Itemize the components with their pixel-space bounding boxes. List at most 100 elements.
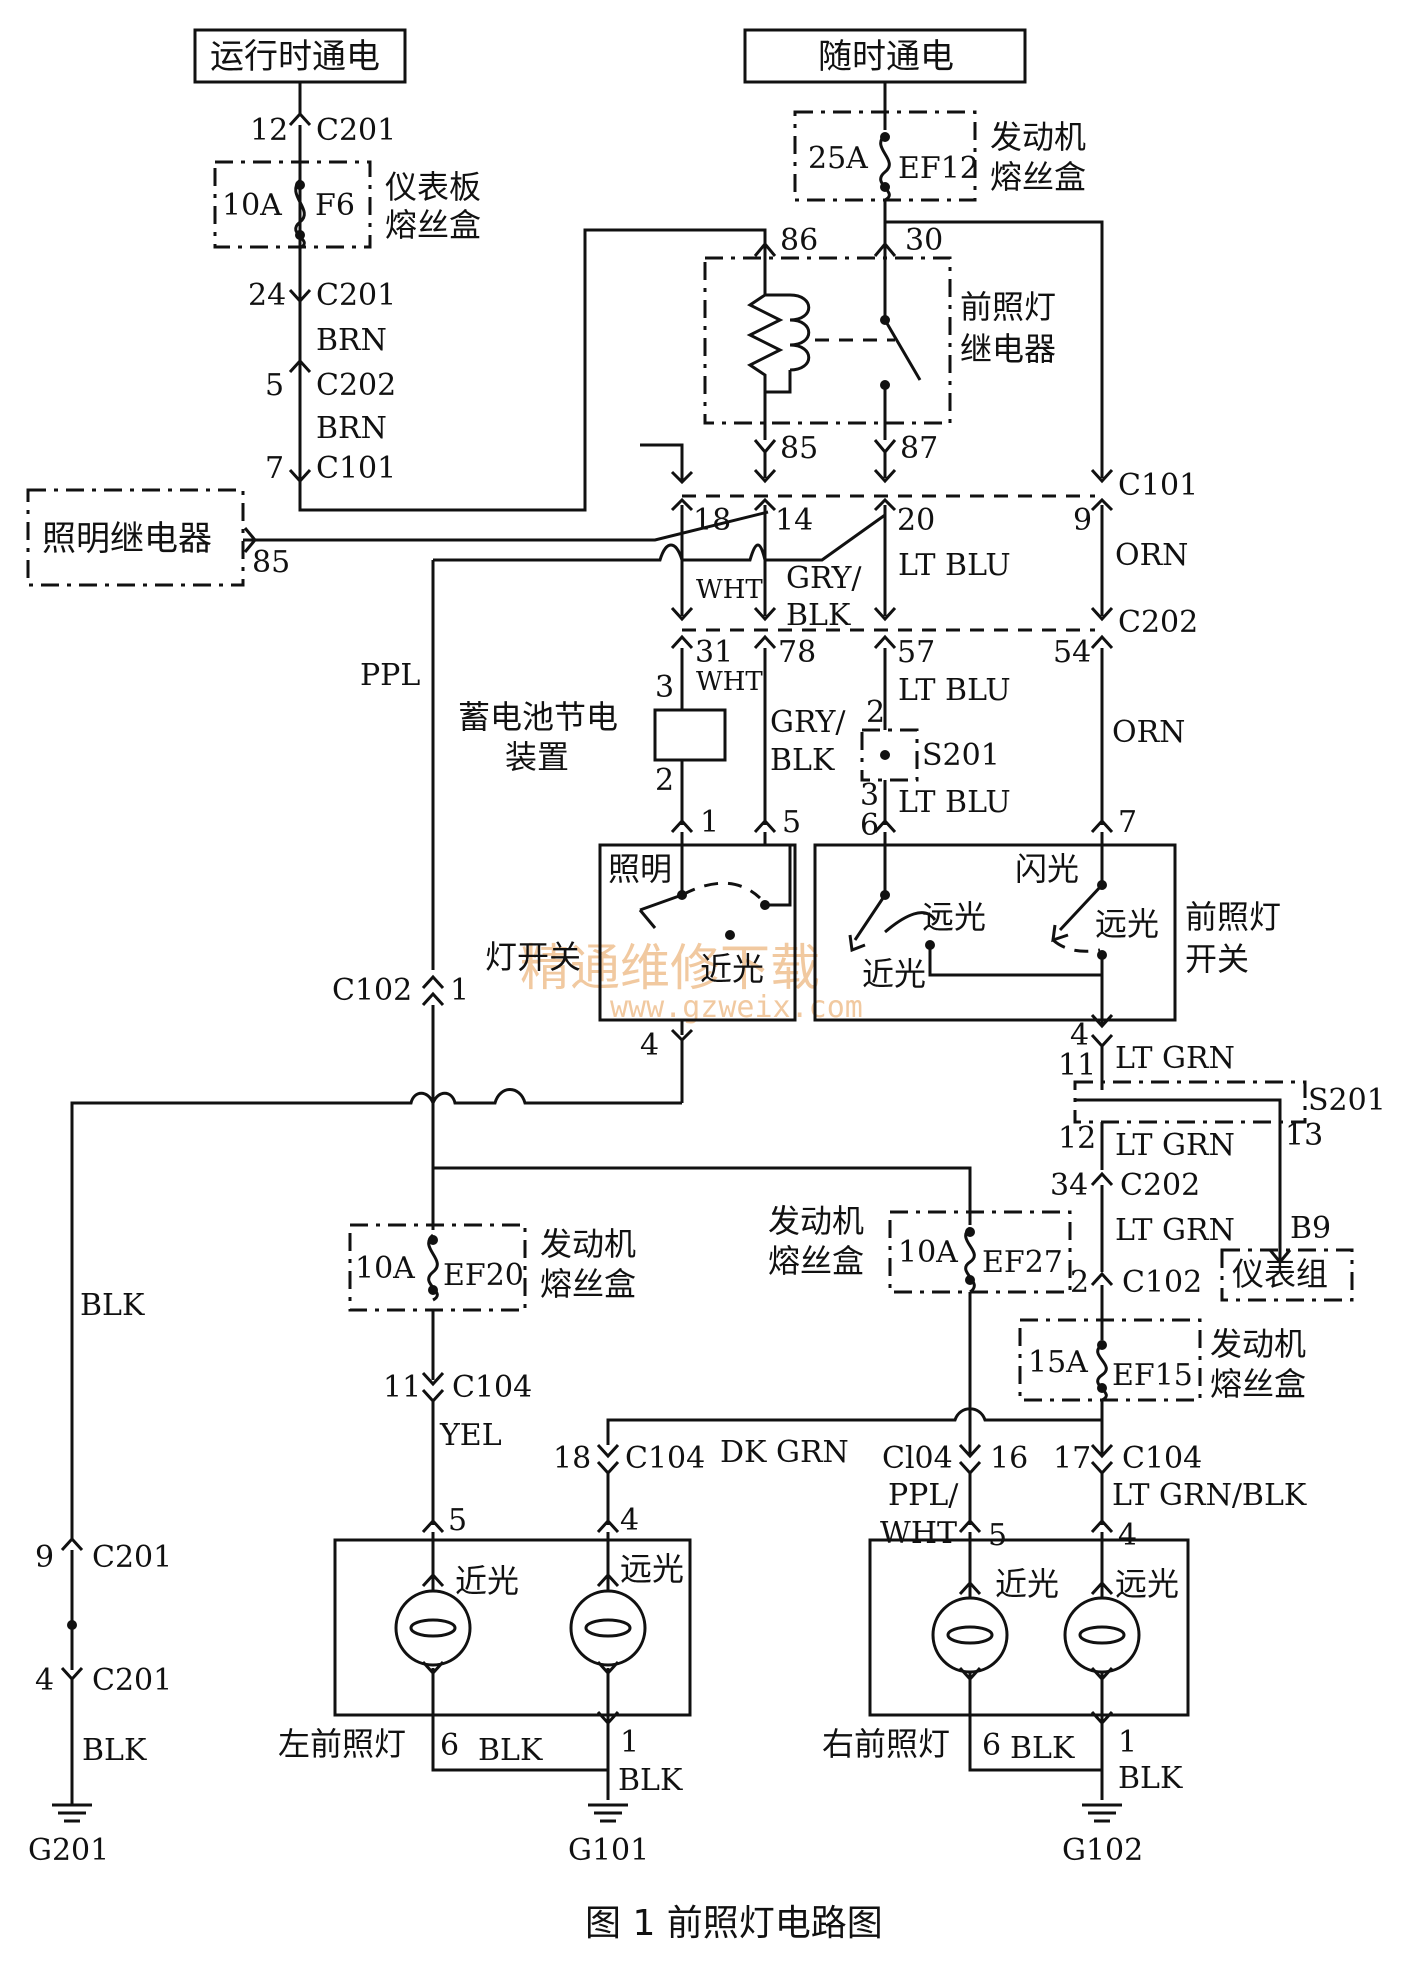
wire-blk-2: BLK	[82, 1733, 147, 1768]
wire-blk-3: BLK	[478, 1733, 543, 1768]
conn-s201-lower: S201	[1308, 1083, 1386, 1118]
wire-lt-grn-blk: LT GRN/BLK	[1112, 1478, 1307, 1513]
conn-c202-right: C202	[1118, 605, 1198, 640]
pin-1-c102: 1	[450, 973, 469, 1008]
wire-blk-1: BLK	[80, 1288, 145, 1323]
ef12-box-label-1: 发动机	[990, 118, 1086, 156]
headlamp-switch-flash-label: 闪光	[1015, 850, 1079, 888]
wire-wht-1: WHT	[696, 575, 763, 605]
pin-17-c104: 17	[1053, 1441, 1091, 1476]
headlamp-switch-label-1: 前照灯	[1185, 898, 1281, 936]
conn-c102-right: C102	[1122, 1265, 1202, 1300]
pin-85-relay: 85	[780, 431, 818, 466]
ef27-id: EF27	[982, 1245, 1063, 1280]
pin-54: 54	[1053, 635, 1091, 670]
headlamp-relay-label-2: 继电器	[960, 330, 1056, 368]
ef20-box-label-1: 发动机	[540, 1225, 636, 1263]
pin-87: 87	[900, 431, 938, 466]
wire-orn-2: ORN	[1112, 715, 1185, 750]
right-low-beam-bulb	[931, 1596, 1009, 1674]
pin-6-headlamp-switch: 6	[860, 808, 879, 843]
pin-78: 78	[778, 635, 816, 670]
f6-rating: 10A	[222, 188, 282, 223]
battery-saver-label-2: 装置	[505, 738, 569, 776]
headlamp-switch-high2-label: 远光	[1095, 905, 1159, 943]
ef15-fuse-symbol	[1096, 1343, 1108, 1402]
pin-12-s201: 12	[1058, 1121, 1096, 1156]
pin-30: 30	[905, 223, 943, 258]
conn-c104-left: C104	[452, 1370, 532, 1405]
pin-4-c201: 4	[35, 1663, 54, 1698]
ef20-rating: 10A	[355, 1251, 415, 1286]
pin-13-s201: 13	[1285, 1118, 1323, 1153]
wire-orn-1: ORN	[1115, 538, 1188, 573]
left-low-beam-bulb	[394, 1589, 472, 1667]
battery-saver-label-1: 蓄电池节电	[458, 698, 618, 736]
wire-ppl-part: PPL/	[888, 1478, 959, 1513]
always-power-label: 随时通电	[818, 37, 954, 77]
conn-c201-g4: C201	[92, 1663, 172, 1698]
ground-g201: G201	[28, 1833, 109, 1868]
s201-splice-lower	[1073, 1080, 1307, 1124]
pin-16-c104: 16	[990, 1441, 1028, 1476]
conn-c201-mid: C201	[316, 278, 396, 313]
wire-lt-blu-2: LT BLU	[898, 673, 1011, 708]
wire-gry-1: GRY/	[786, 561, 862, 596]
relay-contact	[883, 258, 922, 381]
wire-lt-grn-1: LT GRN	[1115, 1041, 1235, 1076]
diagram-caption: 图 1 前照灯电路图	[585, 1903, 883, 1944]
right-headlamp-label: 右前照灯	[822, 1725, 950, 1763]
lamp-switch-low-label: 近光	[700, 950, 764, 988]
ef15-id: EF15	[1112, 1358, 1193, 1393]
pin-7-headlamp-switch: 7	[1118, 805, 1137, 840]
conn-c202-lower: C202	[1120, 1168, 1200, 1203]
run-power-label: 运行时通电	[210, 37, 380, 77]
pin-11-s201: 11	[1058, 1048, 1096, 1083]
f6-id: F6	[315, 188, 355, 223]
watermark-text: 精通维修下载	[520, 939, 820, 997]
ef12-rating: 25A	[808, 141, 868, 176]
pin-86: 86	[780, 223, 818, 258]
f6-box-label-1: 仪表板	[385, 168, 481, 206]
instrument-cluster-box	[1220, 1248, 1354, 1302]
pin-5-right-headlamp: 5	[988, 1518, 1007, 1553]
pin-34-c202: 34	[1050, 1168, 1088, 1203]
battery-saver-box	[653, 708, 727, 762]
pin-3-s201: 3	[860, 778, 879, 813]
lighting-relay-label: 照明继电器	[42, 519, 212, 559]
right-high-beam-label: 远光	[1115, 1565, 1179, 1603]
ef20-fuse-box	[348, 1223, 527, 1312]
right-high-beam-bulb	[1063, 1596, 1141, 1674]
pin-5-lamp-switch: 5	[782, 805, 801, 840]
conn-c201-top: C201	[316, 113, 396, 148]
f6-fuse-box	[213, 160, 372, 249]
wire-wht-2: WHT	[696, 667, 763, 697]
ef27-box-label-1: 发动机	[768, 1202, 864, 1240]
wire-brn-2: BRN	[316, 411, 387, 446]
conn-c202-left: C202	[316, 368, 396, 403]
conn-c101-right: C101	[1118, 468, 1198, 503]
right-low-beam-label: 近光	[995, 1565, 1059, 1603]
pin-4-right-headlamp: 4	[1118, 1518, 1137, 1553]
pin-4-lamp-switch: 4	[640, 1028, 659, 1063]
conn-c104-right: C104	[1122, 1441, 1202, 1476]
g102-ground-symbol	[1082, 1803, 1122, 1823]
wire-blk-6: BLK	[1118, 1761, 1183, 1796]
left-high-beam-bulb	[569, 1589, 647, 1667]
pin-3-battery: 3	[655, 670, 674, 705]
f6-box-label-2: 熔丝盒	[385, 206, 481, 244]
headlamp-switch-label-2: 开关	[1185, 940, 1249, 978]
ef20-id: EF20	[443, 1258, 524, 1293]
conn-c102-left: C102	[332, 973, 412, 1008]
conn-c104-alt: Cl04	[882, 1441, 953, 1476]
s201-splice-upper	[860, 728, 919, 782]
pin-9: 9	[1073, 503, 1092, 538]
conn-s201-upper: S201	[922, 738, 1000, 773]
left-headlamp-label: 左前照灯	[278, 1725, 406, 1763]
wire-brn-1: BRN	[316, 323, 387, 358]
headlamp-switch-low-label: 近光	[862, 955, 926, 993]
ground-g101: G101	[568, 1833, 649, 1868]
right-headlamp-box	[868, 1538, 1190, 1717]
pin-2-c102: 2	[1070, 1265, 1089, 1300]
lamp-switch-lighting-label: 照明	[608, 850, 672, 888]
